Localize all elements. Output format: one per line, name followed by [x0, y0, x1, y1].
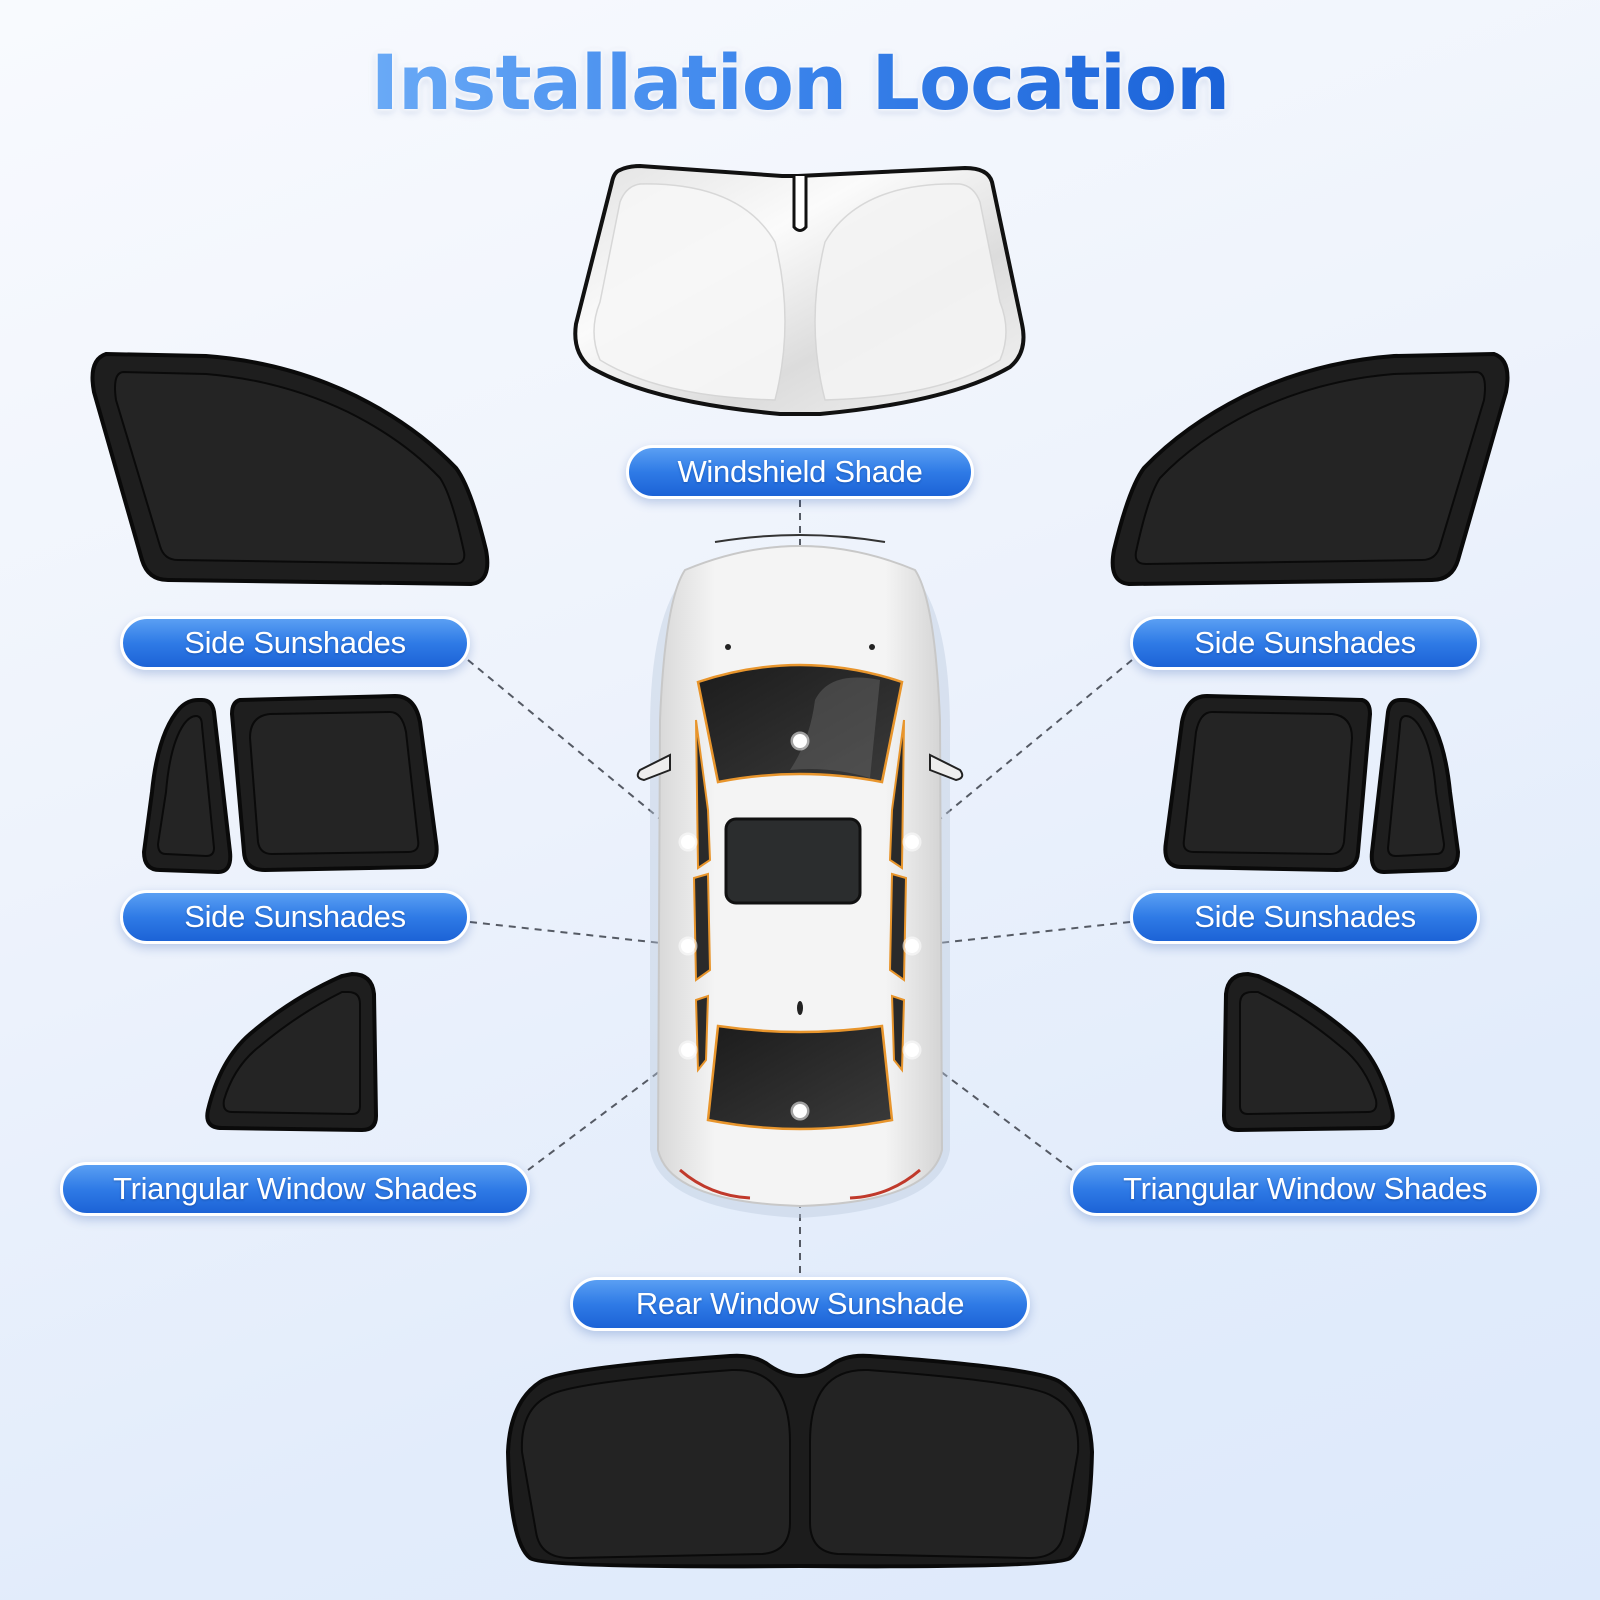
rear-left-connector — [469, 921, 689, 947]
marker-rear-left — [678, 936, 698, 956]
car-top-view-image — [636, 534, 964, 1218]
rear-right-side-shades-image — [1163, 693, 1461, 875]
front-right-side-shade-image — [1110, 351, 1510, 587]
front-left-side-sunshades-label[interactable]: Side Sunshades — [120, 616, 470, 670]
triangular-right-window-shades-label[interactable]: Triangular Window Shades — [1070, 1162, 1540, 1216]
front-right-side-sunshades-label[interactable]: Side Sunshades — [1130, 616, 1480, 670]
front-left-connector — [467, 659, 689, 843]
marker-tri-left — [678, 1040, 698, 1060]
windshield-shade-image — [573, 163, 1026, 416]
triangular-left-window-shades-label[interactable]: Triangular Window Shades — [60, 1162, 530, 1216]
rear-left-side-sunshades-label[interactable]: Side Sunshades — [120, 890, 470, 944]
marker-tri-right — [902, 1040, 922, 1060]
front-left-side-shade-image — [90, 351, 490, 587]
marker-rear-right — [902, 936, 922, 956]
marker-front-right — [902, 832, 922, 852]
page-title: Installation Location — [370, 38, 1230, 127]
marker-front-left — [678, 832, 698, 852]
rear-right-side-sunshades-label[interactable]: Side Sunshades — [1130, 890, 1480, 944]
triangular-left-shade-image — [205, 971, 379, 1133]
rear-left-side-shades-image — [141, 693, 439, 875]
marker-windshield — [790, 731, 810, 751]
marker-rear-window — [790, 1101, 810, 1121]
rear-window-sunshade-label[interactable]: Rear Window Sunshade — [570, 1277, 1030, 1331]
triangular-right-shade-image — [1221, 971, 1395, 1133]
windshield-shade-label[interactable]: Windshield Shade — [626, 445, 974, 499]
front-right-connector — [911, 659, 1133, 843]
rear-right-connector — [911, 921, 1131, 947]
rear-window-shade-image — [505, 1353, 1095, 1569]
